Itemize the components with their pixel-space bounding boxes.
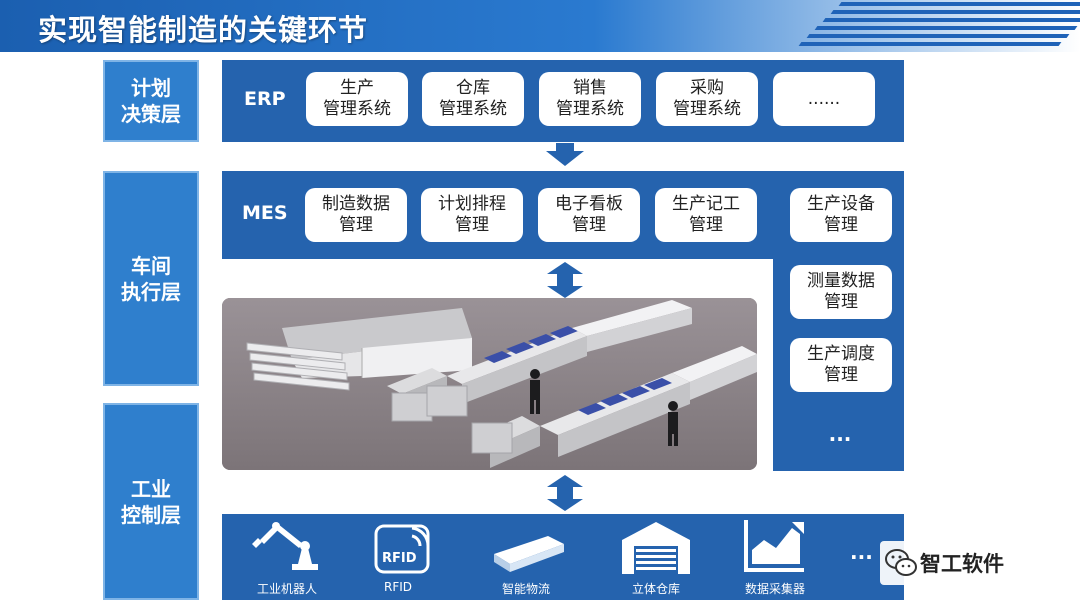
- erp-box-production-line1: 生产: [340, 78, 374, 98]
- updown-arrow-icon-2: [547, 475, 583, 511]
- mes-box-manufacturing-data: 制造数据管理: [305, 188, 407, 242]
- mes-box-kanban-line2: 管理: [572, 215, 606, 235]
- layer-planning-line2: 决策层: [121, 102, 181, 126]
- layer-control-line2: 控制层: [121, 502, 181, 527]
- updown-arrow-icon: [547, 262, 583, 298]
- mes-box-scheduling: 计划排程管理: [421, 188, 523, 242]
- mes-box-measurement: 测量数据管理: [790, 265, 892, 319]
- mes-box-measurement-line1: 测量数据: [807, 271, 875, 291]
- label-logistics: 智能物流: [501, 582, 550, 596]
- mes-box-kanban: 电子看板管理: [538, 188, 640, 242]
- mes-box-manufacturing-data-line1: 制造数据: [322, 194, 390, 214]
- mes-box-scheduling-line1: 计划排程: [438, 194, 506, 214]
- erp-box-production: 生产管理系统: [306, 72, 408, 126]
- mes-box-kanban-line1: 电子看板: [555, 194, 623, 214]
- erp-box-more-text: ......: [807, 88, 841, 109]
- label-data-collector: 数据采集器: [744, 582, 805, 596]
- mes-label: MES: [242, 202, 288, 224]
- layer-planning: 计划 决策层: [103, 60, 199, 142]
- erp-box-warehouse-line2: 管理系统: [439, 99, 507, 119]
- rfid-icon: RFID: [374, 524, 430, 574]
- logistics-icon: [494, 536, 564, 572]
- control-more: ...: [850, 540, 873, 564]
- watermark: 智工软件: [880, 541, 1058, 585]
- mes-box-measurement-line2: 管理: [824, 292, 858, 312]
- erp-box-more: ......: [773, 72, 875, 126]
- erp-box-purchase-line2: 管理系统: [673, 99, 741, 119]
- erp-box-production-line2: 管理系统: [323, 99, 391, 119]
- erp-panel: ERP 生产管理系统 仓库管理系统 销售管理系统 采购管理系统 ......: [222, 60, 904, 142]
- layer-planning-line1: 计划: [131, 76, 171, 100]
- robot-arm-icon: [252, 522, 318, 570]
- label-robot: 工业机器人: [256, 582, 317, 596]
- layer-workshop-line1: 车间: [131, 253, 171, 278]
- mes-box-work-record-line1: 生产记工: [672, 194, 740, 214]
- factory-floor-image: [222, 298, 757, 470]
- page-title: 实现智能制造的关键环节: [38, 13, 369, 47]
- layer-workshop: 车间 执行层: [103, 171, 199, 386]
- mes-box-dispatch-line2: 管理: [824, 365, 858, 385]
- layer-control: 工业 控制层: [103, 403, 199, 600]
- warehouse-icon: [622, 522, 690, 574]
- mes-box-equipment-line1: 生产设备: [807, 194, 875, 214]
- layer-workshop-line2: 执行层: [121, 279, 181, 304]
- svg-text:RFID: RFID: [382, 551, 417, 566]
- watermark-text: 智工软件: [920, 552, 1004, 576]
- erp-box-purchase-line1: 采购: [690, 78, 724, 98]
- erp-box-warehouse-line1: 仓库: [456, 78, 490, 98]
- data-chart-icon: [744, 520, 804, 572]
- erp-box-sales-line1: 销售: [573, 78, 607, 98]
- mes-box-equipment: 生产设备管理: [790, 188, 892, 242]
- mes-box-dispatch: 生产调度管理: [790, 338, 892, 392]
- erp-box-warehouse: 仓库管理系统: [422, 72, 524, 126]
- down-arrow-icon: [546, 143, 584, 166]
- mes-box-manufacturing-data-line2: 管理: [339, 215, 373, 235]
- mes-box-equipment-line2: 管理: [824, 215, 858, 235]
- wechat-icon: [885, 549, 917, 576]
- erp-box-purchase: 采购管理系统: [656, 72, 758, 126]
- mes-box-scheduling-line2: 管理: [455, 215, 489, 235]
- mes-side-more: ...: [828, 422, 852, 446]
- header-bar: 实现智能制造的关键环节: [0, 0, 1080, 52]
- mes-box-dispatch-line1: 生产调度: [807, 344, 875, 364]
- header-decoration: [780, 0, 1080, 52]
- label-rfid: RFID: [383, 580, 413, 594]
- erp-box-sales: 销售管理系统: [539, 72, 641, 126]
- mes-box-work-record-line2: 管理: [689, 215, 723, 235]
- erp-label: ERP: [244, 88, 286, 110]
- label-warehouse: 立体仓库: [631, 582, 680, 596]
- layer-control-line1: 工业: [131, 476, 171, 501]
- mes-box-work-record: 生产记工管理: [655, 188, 757, 242]
- erp-box-sales-line2: 管理系统: [556, 99, 624, 119]
